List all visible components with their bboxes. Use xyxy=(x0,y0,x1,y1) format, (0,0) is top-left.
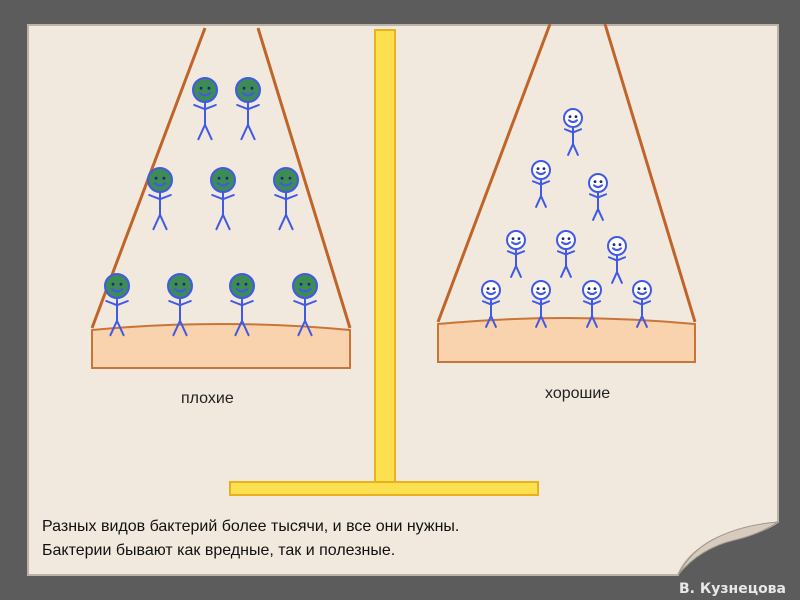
right-pan xyxy=(438,318,695,362)
author-credit: В. Кузнецова xyxy=(679,581,786,597)
stand-pole xyxy=(375,30,395,482)
caption-line-1: Разных видов бактерий более тысячи, и вс… xyxy=(42,515,459,539)
good-bacteria-label: хорошие xyxy=(545,385,610,403)
stand-base xyxy=(230,482,538,495)
caption: Разных видов бактерий более тысячи, и вс… xyxy=(42,515,459,563)
caption-line-2: Бактерии бывают как вредные, так и полез… xyxy=(42,539,459,563)
bad-bacteria-label: плохие xyxy=(181,390,234,408)
left-pan xyxy=(92,324,350,368)
